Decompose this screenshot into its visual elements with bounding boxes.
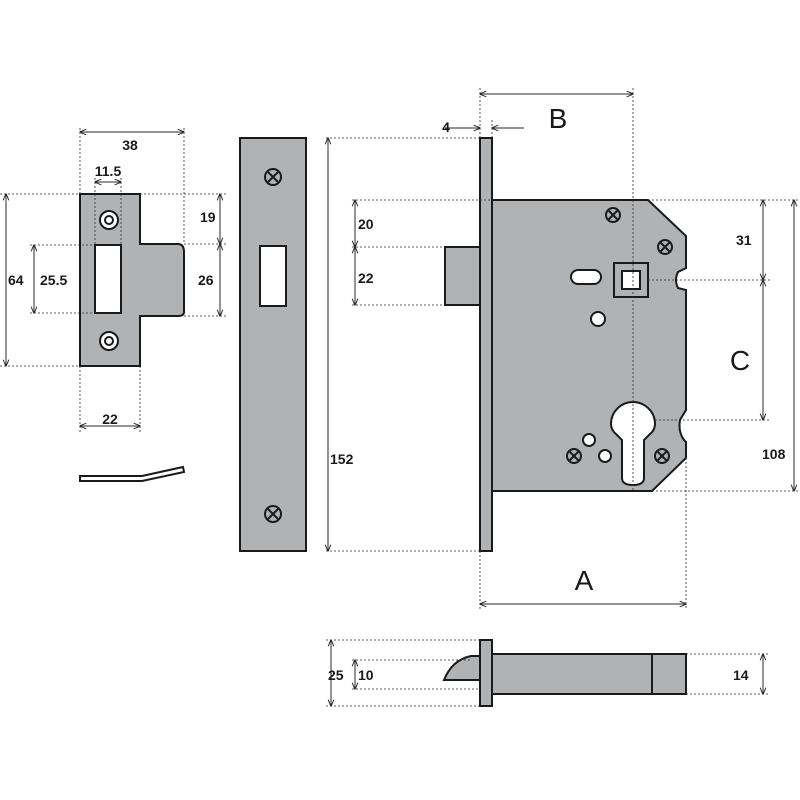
bolt-side-view <box>442 639 687 707</box>
case-screw <box>566 448 582 464</box>
bolt-body <box>491 653 653 695</box>
case-hole <box>590 311 606 327</box>
dim-label-lip: 22 <box>102 411 118 427</box>
strike-plate <box>79 193 185 367</box>
bolt-end <box>651 653 687 695</box>
case-hole <box>582 433 596 447</box>
forend-screw-bottom <box>264 505 282 523</box>
letter-b: B <box>549 103 568 134</box>
dim-label-slot-height: 26 <box>198 272 214 288</box>
latch-bolt <box>444 246 481 306</box>
forend-latch-slot <box>259 245 287 307</box>
case-screw <box>605 207 621 223</box>
case-hole <box>598 449 612 463</box>
dim-label-bolt-projection: 14 <box>733 667 749 683</box>
forend-edge <box>479 639 493 707</box>
case-screw <box>657 239 673 255</box>
dim-label-latch-height: 22 <box>358 270 374 286</box>
screw-hole-bottom <box>99 331 119 351</box>
bolt-dimensions: 25 10 14 <box>326 640 770 706</box>
dim-label-latch-thickness: 10 <box>358 667 374 683</box>
dim-label-forend-height: 152 <box>330 451 354 467</box>
dim-label-backset-gap: 4 <box>442 119 450 135</box>
forend-screw-top <box>264 168 282 186</box>
lock-body <box>444 137 687 552</box>
dim-label-width: 38 <box>122 137 138 153</box>
dim-label-slot-section: 25.5 <box>40 272 67 288</box>
screw-hole-top <box>99 210 119 230</box>
follower-slot <box>570 269 602 285</box>
letter-c: C <box>730 345 750 376</box>
dim-label-slot-offset: 11.5 <box>95 163 122 179</box>
dim-label-spindle: 31 <box>736 232 752 248</box>
spindle-hole <box>621 270 641 290</box>
latch-profile <box>442 655 481 681</box>
strike-slot <box>94 244 122 314</box>
strike-plate-side-profile <box>79 465 186 482</box>
dim-label-overall: 64 <box>8 272 24 288</box>
euro-cylinder-hole <box>609 401 657 487</box>
forend-plate <box>239 137 307 552</box>
dim-label-side-height: 25 <box>328 667 344 683</box>
strike-dimensions: 38 11.5 19 26 64 25.5 22 <box>0 128 226 432</box>
lock-case <box>491 199 687 492</box>
dim-label-latch-top: 20 <box>358 216 374 232</box>
dim-label-top-hole: 19 <box>200 209 216 225</box>
lock-dimensions: 4 20 22 152 31 108 B C A <box>326 88 800 610</box>
letter-a: A <box>575 565 594 596</box>
case-screw <box>654 448 670 464</box>
dim-label-case-height: 108 <box>762 446 786 462</box>
